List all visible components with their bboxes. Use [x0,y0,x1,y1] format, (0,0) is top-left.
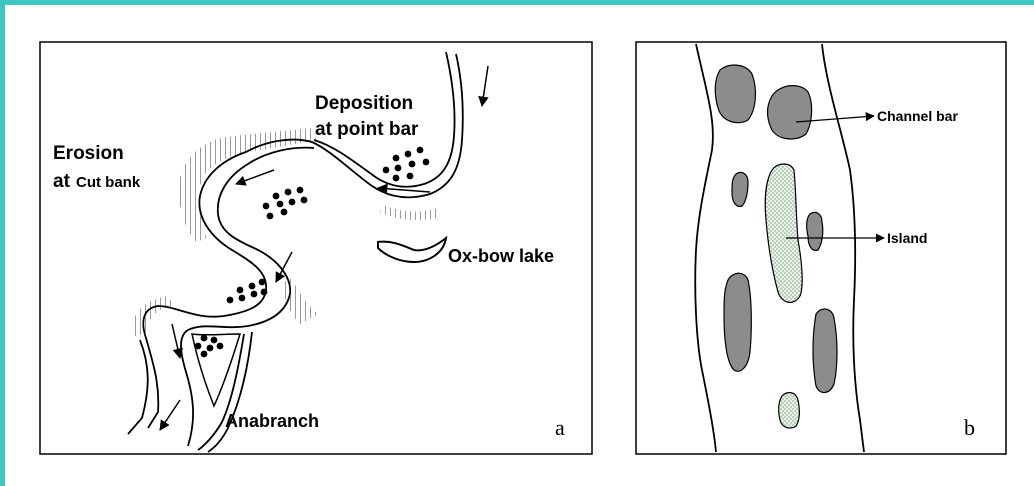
label-deposition-line2: at point bar [315,119,419,140]
panel-a-letter: a [555,415,565,440]
panel-b-letter: b [964,415,975,440]
panel-a: Deposition at point bar Erosion at Cut b… [40,42,592,454]
channel-bar-5 [724,273,751,371]
channel-bar-2 [768,86,812,139]
island-2 [779,393,800,428]
channel-bar-3 [732,172,748,206]
label-deposition-line1: Deposition [315,93,413,114]
label-channel-bar: Channel bar [877,108,958,124]
channel-bar-1 [715,65,755,123]
label-island: Island [887,230,927,246]
channel-bar-6 [813,309,837,393]
label-oxbow-lake: Ox-bow lake [448,246,554,266]
label-erosion-at: at [53,171,71,192]
label-erosion-cutbank: Cut bank [76,174,141,191]
panel-b: Channel bar Island b [636,42,1006,454]
label-erosion-line1: Erosion [53,143,124,164]
channel-bar-4 [807,212,823,250]
label-anabranch: Anabranch [225,411,319,431]
